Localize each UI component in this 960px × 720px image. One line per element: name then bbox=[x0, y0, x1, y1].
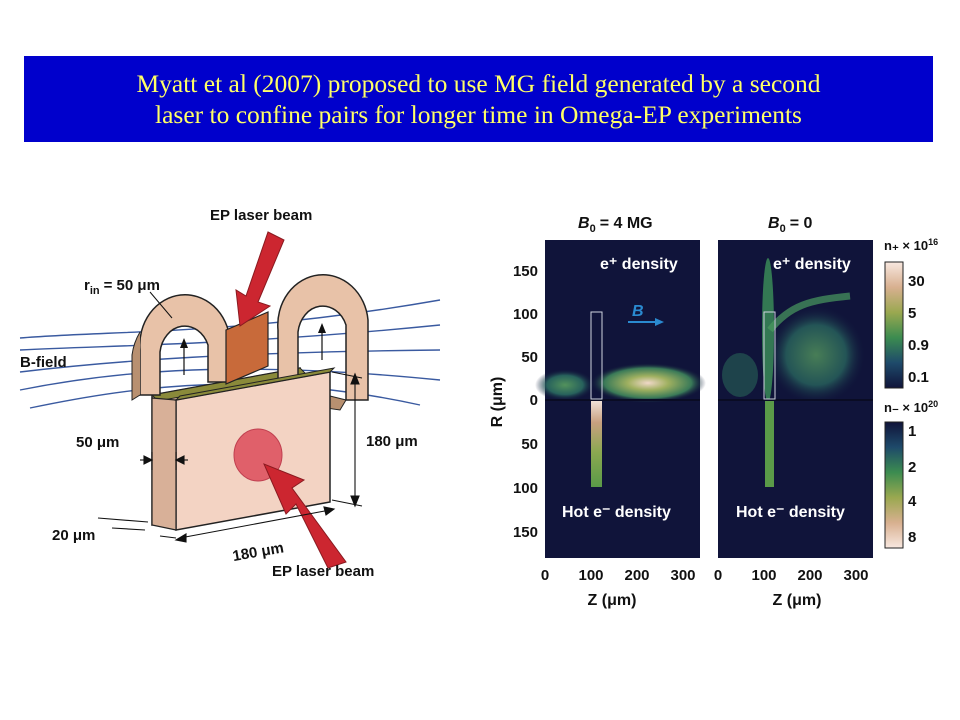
right-panel: e⁺ density Hot e⁻ density B0= 0 bbox=[718, 215, 873, 558]
bottom-laser-label: EP laser beam bbox=[272, 563, 374, 580]
x-tick: 100 bbox=[751, 567, 776, 584]
gap-label: 50 μm bbox=[76, 434, 119, 451]
bottom-colorbar bbox=[884, 421, 904, 549]
right-upper-label: e⁺ density bbox=[773, 256, 851, 273]
top-colorbar bbox=[884, 261, 904, 389]
y-tick: 50 bbox=[521, 349, 538, 366]
left-upper-label: e⁺ density bbox=[600, 256, 678, 273]
top-colorbar-tick: 5 bbox=[908, 305, 916, 322]
x-tick: 300 bbox=[670, 567, 695, 584]
left-hot-electron-beam bbox=[591, 401, 602, 487]
bottom-colorbar-tick: 4 bbox=[908, 493, 917, 510]
bfield-label: B-field bbox=[20, 354, 67, 371]
right-x-axis: 0 100 200 300 Z (μm) bbox=[714, 567, 869, 609]
y-tick: 100 bbox=[513, 306, 538, 323]
bottom-colorbar-tick: 2 bbox=[908, 459, 916, 476]
width-label: 180 μm bbox=[231, 539, 285, 565]
height-label: 180 μm bbox=[366, 433, 418, 450]
x-tick: 0 bbox=[714, 567, 722, 584]
right-panel-title: B0= 0 bbox=[768, 215, 812, 235]
radius-label: rin= 50 μm bbox=[84, 277, 160, 297]
b-arrow-head bbox=[655, 318, 664, 326]
front-plate-side bbox=[151, 397, 177, 531]
x-tick: 0 bbox=[541, 567, 549, 584]
simulation-panels: e⁺ density Hot e⁻ density B B0= 4 MG e⁺ … bbox=[489, 215, 873, 609]
right-positron-scatter bbox=[722, 258, 866, 405]
thickness-label: 20 μm bbox=[52, 527, 95, 544]
y-tick: 150 bbox=[513, 263, 538, 280]
bottom-colorbar-label: n₋ × 1020 bbox=[884, 399, 938, 415]
top-laser-label: EP laser beam bbox=[210, 207, 312, 224]
y-tick: 100 bbox=[513, 480, 538, 497]
colorbars: n₊ × 1016 30 5 0.9 0.1 n₋ × 1020 1 2 4 8 bbox=[884, 237, 938, 549]
left-x-axis-label: Z (μm) bbox=[588, 592, 637, 609]
x-tick: 300 bbox=[843, 567, 868, 584]
left-lower-label: Hot e⁻ density bbox=[562, 504, 671, 521]
top-colorbar-label: n₊ × 1016 bbox=[884, 237, 938, 253]
bottom-colorbar-tick: 1 bbox=[908, 423, 916, 440]
y-tick: 0 bbox=[530, 392, 538, 409]
top-colorbar-tick: 0.9 bbox=[908, 337, 929, 354]
left-panel: e⁺ density Hot e⁻ density B B0= 4 MG bbox=[535, 215, 706, 558]
y-axis: 150 100 50 0 50 100 150 R (μm) bbox=[489, 263, 538, 541]
y-tick: 150 bbox=[513, 524, 538, 541]
top-laser-arrow bbox=[235, 231, 285, 327]
top-colorbar-tick: 30 bbox=[908, 273, 925, 290]
y-axis-label: R (μm) bbox=[489, 377, 506, 428]
dimension-lines bbox=[97, 371, 363, 543]
coil-target-plate bbox=[225, 311, 269, 385]
right-target-outline bbox=[763, 311, 776, 400]
radius-leader bbox=[149, 291, 173, 319]
right-hot-electron-beam bbox=[765, 401, 774, 487]
left-x-axis: 0 100 200 300 Z (μm) bbox=[541, 567, 696, 609]
right-lower-label: Hot e⁻ density bbox=[736, 504, 845, 521]
left-panel-title: B0= 4 MG bbox=[578, 215, 653, 235]
bottom-laser-arrow bbox=[263, 463, 347, 569]
left-positron-cloud-2 bbox=[535, 369, 595, 401]
title-line-2: laser to confine pairs for longer time i… bbox=[155, 100, 802, 129]
bottom-colorbar-tick: 8 bbox=[908, 529, 916, 546]
title-line-1: Myatt et al (2007) proposed to use MG fi… bbox=[136, 69, 821, 98]
target-schematic: EP laser beam EP laser beam rin= 50 μm B… bbox=[19, 207, 441, 580]
x-tick: 100 bbox=[578, 567, 603, 584]
y-tick: 50 bbox=[521, 436, 538, 453]
left-target-outline bbox=[590, 311, 603, 400]
title-banner: Myatt et al (2007) proposed to use MG fi… bbox=[24, 56, 933, 142]
right-x-axis-label: Z (μm) bbox=[773, 592, 822, 609]
front-plate-top bbox=[174, 367, 336, 401]
left-coil bbox=[131, 294, 231, 401]
left-positron-cloud bbox=[590, 363, 706, 403]
x-tick: 200 bbox=[797, 567, 822, 584]
top-colorbar-tick: 0.1 bbox=[908, 369, 929, 386]
b-arrow-label: B bbox=[632, 303, 644, 320]
x-tick: 200 bbox=[624, 567, 649, 584]
